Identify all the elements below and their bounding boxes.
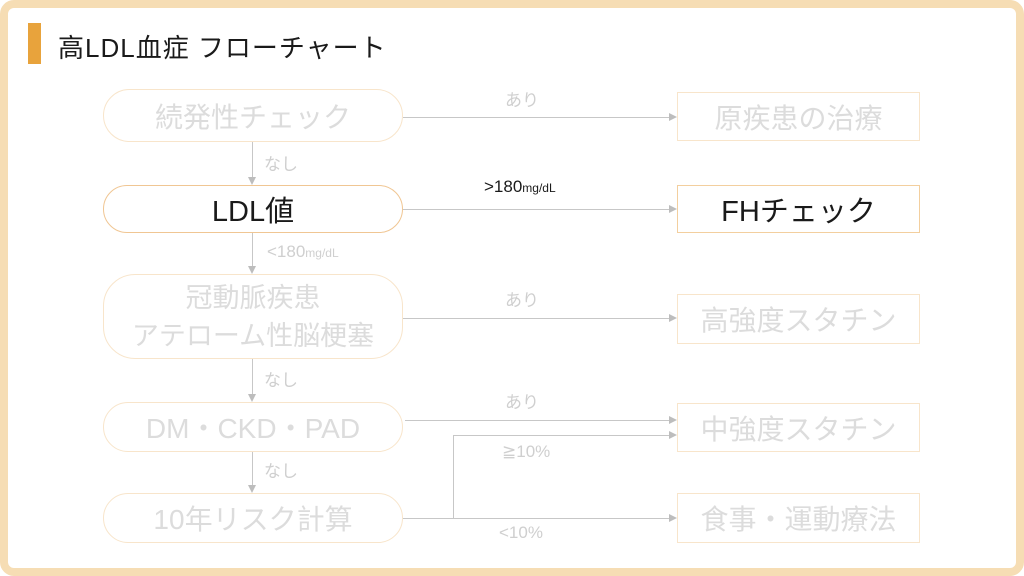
- node-ldl-value-label: LDL値: [211, 196, 295, 228]
- edge-label-ldl-low: <180mg/dL: [267, 242, 339, 262]
- edge-label-secondary-no: なし: [264, 155, 298, 174]
- edge-label-dm-no: なし: [264, 462, 298, 481]
- edge-label-cad-no: なし: [264, 371, 298, 390]
- arrowhead-right-icon: [669, 113, 677, 121]
- edge-label-ldl-high-value: >180: [484, 177, 523, 196]
- edge-label-ldl-low-value: <180: [267, 242, 306, 261]
- edge-label-ldl-high-unit: mg/dL: [522, 181, 556, 195]
- arrow-dm-to-risk: [252, 452, 253, 485]
- node-dm-ckd-pad: DM・CKD・PAD: [103, 402, 403, 452]
- arrow-secondary-to-ldl: [252, 142, 253, 177]
- page-title: 高LDL血症 フローチャート: [58, 33, 387, 63]
- node-secondary-check-label: 続発性チェック: [154, 101, 351, 133]
- arrow-risk-to-diet: [403, 518, 669, 519]
- node-dm-ckd-pad-label: DM・CKD・PAD: [145, 413, 361, 444]
- edge-label-ldl-high: >180mg/dL: [484, 177, 556, 197]
- node-10yr-risk-calc-label: 10年リスク計算: [153, 504, 353, 535]
- arrow-cad-to-dm: [252, 359, 253, 394]
- node-cad-label-line2: アテローム性脳梗塞: [131, 320, 375, 351]
- node-diet-exercise-therapy: 食事・運動療法: [677, 493, 920, 543]
- node-fh-check-label: FHチェック: [721, 196, 876, 228]
- node-cad-label-line1: 冠動脈疾患: [185, 282, 321, 313]
- edge-label-ldl-low-unit: mg/dL: [305, 246, 339, 260]
- arrow-ldl-to-cad: [252, 233, 253, 266]
- arrow-risk-branch-vertical: [453, 435, 454, 518]
- edge-label-dm-yes: あり: [505, 393, 539, 412]
- node-secondary-check: 続発性チェック: [103, 89, 403, 142]
- arrowhead-down-icon: [248, 266, 256, 274]
- node-treat-underlying-disease-label: 原疾患の治療: [714, 102, 883, 134]
- arrowhead-down-icon: [248, 394, 256, 402]
- edge-label-cad-yes: あり: [505, 291, 539, 310]
- node-moderate-intensity-statin: 中強度スタチン: [677, 403, 920, 452]
- edge-label-risk-high: ≧10%: [502, 442, 551, 461]
- node-fh-check: FHチェック: [677, 185, 920, 233]
- node-cad-label-lines: 冠動脈疾患 アテローム性脳梗塞: [132, 279, 374, 355]
- node-10yr-risk-calc: 10年リスク計算: [103, 493, 403, 543]
- arrowhead-right-icon: [669, 416, 677, 424]
- node-moderate-intensity-statin-label: 中強度スタチン: [700, 413, 897, 445]
- arrow-ldl-to-fh: [403, 209, 669, 210]
- arrow-cad-to-high-statin: [403, 318, 669, 319]
- node-treat-underlying-disease: 原疾患の治療: [677, 92, 920, 141]
- arrowhead-right-icon: [669, 205, 677, 213]
- title-accent-bar: [28, 23, 41, 64]
- arrowhead-down-icon: [248, 177, 256, 185]
- arrow-secondary-to-treatment: [403, 117, 669, 118]
- node-high-intensity-statin-label: 高強度スタチン: [700, 305, 897, 336]
- edge-label-risk-low: <10%: [499, 523, 543, 542]
- arrow-dm-to-moderate-statin: [405, 420, 669, 421]
- arrowhead-right-icon: [669, 431, 677, 439]
- node-high-intensity-statin: 高強度スタチン: [677, 294, 920, 344]
- edge-label-secondary-yes: あり: [505, 91, 539, 110]
- node-ldl-value: LDL値: [103, 185, 403, 233]
- node-diet-exercise-therapy-label: 食事・運動療法: [700, 504, 897, 535]
- node-cad-atherothrombotic-stroke: 冠動脈疾患 アテローム性脳梗塞: [103, 274, 403, 359]
- arrow-risk-to-moderate-statin: [453, 435, 669, 436]
- arrowhead-right-icon: [669, 314, 677, 322]
- arrowhead-right-icon: [669, 514, 677, 522]
- arrowhead-down-icon: [248, 485, 256, 493]
